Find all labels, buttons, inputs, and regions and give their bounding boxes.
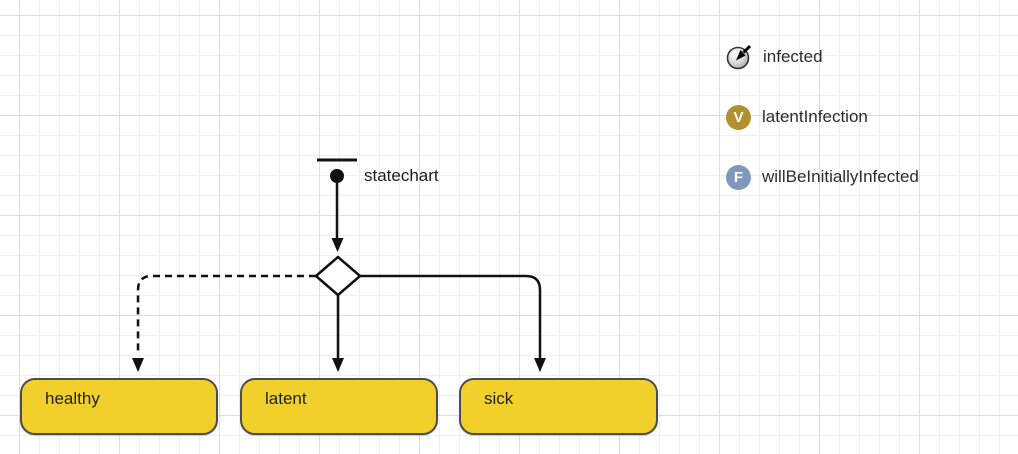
state-label: healthy <box>45 389 100 408</box>
statechart-icon <box>726 44 752 70</box>
function-icon: F <box>726 164 751 190</box>
variable-icon: V <box>726 104 751 130</box>
transition-to-healthy[interactable] <box>132 274 316 372</box>
legend-item-label: infected <box>763 47 823 66</box>
legend-item-latentInfection[interactable]: V latentInfection <box>726 104 868 130</box>
state-healthy[interactable]: healthy <box>20 378 218 435</box>
transition-to-sick[interactable] <box>359 274 546 372</box>
statechart-entry-label: statechart <box>364 166 439 185</box>
state-label: latent <box>265 389 307 408</box>
branch-diamond[interactable] <box>314 255 362 297</box>
state-label: sick <box>484 389 514 408</box>
statechart-entry-point[interactable] <box>317 158 357 252</box>
legend-item-infected[interactable]: infected <box>726 44 823 70</box>
legend-item-willBeInitiallyInfected[interactable]: F willBeInitiallyInfected <box>726 164 919 190</box>
state-sick[interactable]: sick <box>459 378 658 435</box>
legend-item-label: latentInfection <box>762 107 868 126</box>
transition-to-latent[interactable] <box>332 294 344 372</box>
state-latent[interactable]: latent <box>240 378 438 435</box>
legend-item-label: willBeInitiallyInfected <box>762 167 919 186</box>
